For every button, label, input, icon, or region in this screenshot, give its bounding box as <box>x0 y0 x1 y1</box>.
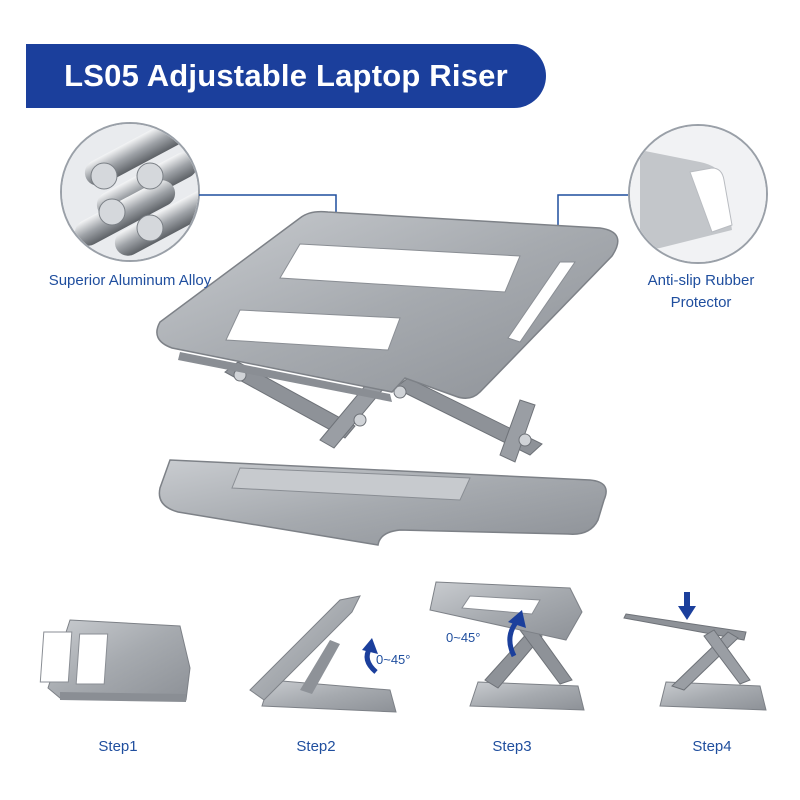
aluminum-alloy-caption: Superior Aluminum Alloy <box>48 272 212 289</box>
step2-illustration <box>249 595 397 713</box>
step4-label: Step4 <box>692 738 732 755</box>
title-banner: LS05 Adjustable Laptop Riser <box>26 44 546 108</box>
step1-label: Step1 <box>98 738 138 755</box>
step3-label: Step3 <box>492 738 532 755</box>
rubber-protector-callout <box>628 124 768 264</box>
step1-illustration <box>39 619 191 702</box>
aluminum-rods-callout <box>60 122 200 262</box>
step2-label: Step2 <box>296 738 336 755</box>
step2-angle-label: 0~45° <box>376 652 411 667</box>
step3-illustration <box>429 581 585 711</box>
product-title: LS05 Adjustable Laptop Riser <box>64 58 508 93</box>
laptop-riser-main <box>156 210 619 546</box>
step3-angle-label: 0~45° <box>446 630 481 645</box>
step4-illustration <box>623 592 767 711</box>
rubber-protector-caption: Anti-slip Rubber Protector <box>647 272 755 311</box>
